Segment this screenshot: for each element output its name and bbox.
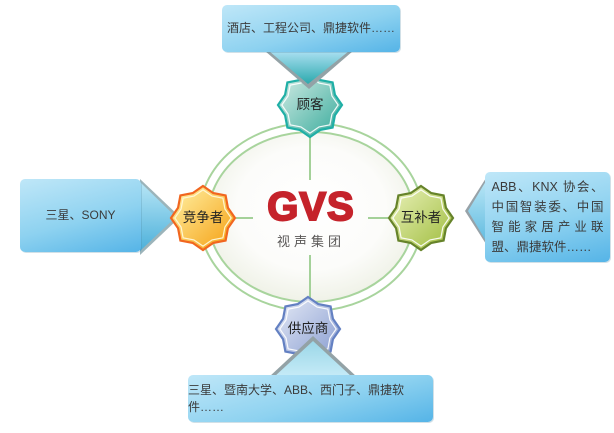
suppliers-box-text: 三星、暨南大学、ABB、西门子、鼎捷软件…… [188, 382, 405, 414]
connector-lines [236, 136, 388, 298]
arrow-left-icon [465, 178, 486, 244]
badge-complementors-label: 互补者 [400, 210, 442, 225]
arrow-right-icon [140, 179, 180, 255]
badge-suppliers-label: 供应商 [287, 321, 329, 336]
badge-customers-label: 顾客 [296, 97, 324, 112]
center-subtitle: 视声集团 [276, 234, 345, 249]
complementors-box: ABB、KNX 协会、中国智装委、中国智能家居产业联盟、鼎捷软件…… [485, 172, 610, 262]
badge-competitors-label: 竞争者 [182, 210, 224, 225]
competitors-box: 三星、SONY [20, 179, 141, 252]
competitors-box-text: 三星、SONY [45, 208, 116, 222]
customers-box: 酒店、工程公司、鼎捷软件…… [222, 5, 400, 52]
arrow-up-icon [269, 336, 357, 377]
customers-box-text: 酒店、工程公司、鼎捷软件…… [226, 21, 395, 35]
arrow-down-icon [265, 51, 353, 89]
complementors-box-text: ABB、KNX 协会、中国智装委、中国智能家居产业联盟、鼎捷软件…… [491, 180, 604, 254]
center-logo: GVS [266, 185, 355, 229]
suppliers-box: 三星、暨南大学、ABB、西门子、鼎捷软件…… [188, 375, 433, 422]
